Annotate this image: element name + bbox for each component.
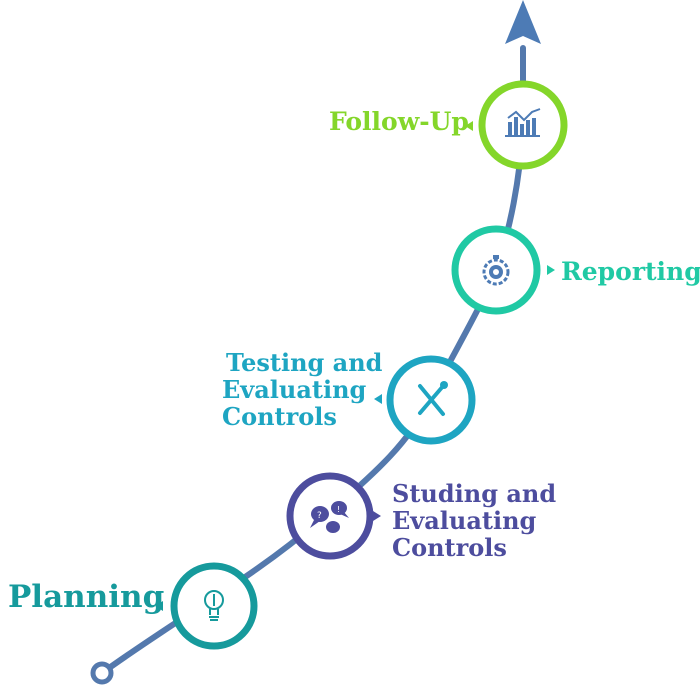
- tools-icon: [418, 381, 448, 416]
- path-start-marker: [90, 661, 114, 685]
- label-testing-line-2: Evaluating: [222, 374, 367, 404]
- label-testing: Testing and Evaluating Controls: [222, 348, 383, 431]
- label-follow-up-line-1: Follow-Up: [329, 107, 469, 136]
- label-planning: Planning: [8, 580, 164, 615]
- pointer-studing: [373, 511, 381, 521]
- pointer-followup: [465, 121, 473, 131]
- node-planning: [155, 562, 258, 650]
- pointer-planning: [155, 601, 163, 611]
- label-reporting: Reporting: [561, 258, 700, 286]
- label-studing: Studing and Evaluating Controls: [392, 479, 557, 562]
- pointer-testing: [374, 394, 382, 404]
- label-planning-line-1: Planning: [8, 579, 165, 615]
- label-studing-line-3: Controls: [392, 532, 507, 562]
- lightbulb-icon: [204, 590, 224, 621]
- svg-text:!: !: [337, 505, 340, 514]
- node-followup: [465, 80, 568, 170]
- label-reporting-line-1: Reporting: [561, 257, 700, 286]
- node-reporting: [451, 225, 555, 315]
- label-studing-line-2: Evaluating: [392, 505, 537, 535]
- stopwatch-gear-icon: [482, 255, 510, 286]
- bar-chart-icon: [505, 108, 541, 137]
- node-testing: [374, 355, 476, 445]
- path-arrow-head: [505, 0, 541, 44]
- svg-text:?: ?: [317, 511, 322, 521]
- label-studing-line-1: Studing and: [392, 479, 557, 508]
- label-follow-up: Follow-Up: [329, 108, 469, 136]
- chat-bubbles-icon: ? !: [310, 501, 349, 533]
- node-studing: ? !: [286, 472, 381, 560]
- label-testing-line-1: Testing and: [226, 348, 383, 377]
- label-testing-line-3: Controls: [222, 401, 337, 431]
- pointer-reporting: [547, 265, 555, 275]
